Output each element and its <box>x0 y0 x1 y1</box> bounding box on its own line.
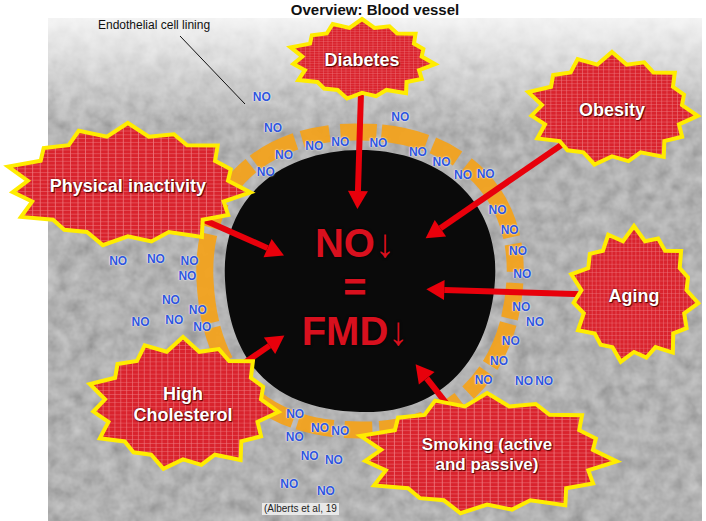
nitric-oxide-label: NO <box>490 355 508 368</box>
starburst-outline <box>528 52 697 164</box>
nitric-oxide-label: NO <box>181 255 199 268</box>
effect-text: = <box>302 265 409 309</box>
nitric-oxide-label: NO <box>189 304 207 317</box>
lumen-node: NO↓=FMD↓ <box>288 213 423 361</box>
nitric-oxide-label: NO <box>535 375 553 388</box>
nitric-oxide-label: NO <box>515 375 533 388</box>
nitric-oxide-label: NO <box>325 454 343 467</box>
part-label: Endothelial cell lining <box>98 18 210 32</box>
risk-factor-burst: Physical inactivity <box>2 123 254 249</box>
nitric-oxide-label: NO <box>257 166 275 179</box>
risk-factor-text: Physical inactivity <box>50 176 206 197</box>
arrow-shaft <box>444 290 582 294</box>
micrograph-texture <box>48 18 702 521</box>
effect-text: FMD↓ <box>302 309 409 353</box>
nitric-oxide-label: NO <box>501 224 519 237</box>
nitric-oxide-label: NO <box>331 425 349 438</box>
nitric-oxide-label: NO <box>526 316 544 329</box>
arrow-shaft <box>440 143 564 228</box>
arrow-connector <box>201 219 284 258</box>
burst-text-holder: High Cholesterol <box>123 384 243 425</box>
leader-line <box>180 36 245 104</box>
nitric-oxide-label: NO <box>512 301 530 314</box>
arrow-head <box>348 191 368 209</box>
starburst-outline <box>571 226 698 362</box>
starburst-outline <box>360 393 616 513</box>
nitric-oxide-label: NO <box>275 149 293 162</box>
source-citation: (Alberts et al, 19 <box>262 503 339 515</box>
nitric-oxide-label: NO <box>488 204 506 217</box>
arrow-shaft <box>358 92 361 191</box>
nitric-oxide-label: NO <box>109 255 127 268</box>
risk-factor-text: Aging <box>609 286 660 307</box>
burst-text-holder: Physical inactivity <box>50 176 206 197</box>
nitric-oxide-label: NO <box>286 431 304 444</box>
nitric-oxide-label: NO <box>305 140 323 153</box>
nitric-oxide-label: NO <box>433 156 451 169</box>
nitric-oxide-label: NO <box>193 321 211 334</box>
arrow-connector <box>348 92 368 209</box>
nitric-oxide-label: NO <box>331 136 349 149</box>
burst-text-holder: Smoking (active and passive) <box>404 435 569 474</box>
nitric-oxide-label: NO <box>409 146 427 159</box>
nitric-oxide-label: NO <box>477 168 495 181</box>
nitric-oxide-label: NO <box>264 122 282 135</box>
starburst-outline <box>90 337 279 469</box>
burst-text-holder: Obesity <box>579 100 645 121</box>
nitric-oxide-label: NO <box>475 374 493 387</box>
nitric-oxide-label: NO <box>178 270 196 283</box>
micrograph-highlight <box>48 18 702 521</box>
nitric-oxide-label: NO <box>286 408 304 421</box>
nitric-oxide-label: NO <box>454 169 472 182</box>
arrow-connector <box>426 280 582 300</box>
nitric-oxide-label: NO <box>280 478 298 491</box>
nitric-oxide-label: NO <box>165 314 183 327</box>
nitric-oxide-label: NO <box>132 316 150 329</box>
risk-factor-text: High Cholesterol <box>123 384 243 425</box>
risk-factor-burst: Smoking (active and passive) <box>354 393 620 517</box>
nitric-oxide-label: NO <box>162 294 180 307</box>
risk-factor-burst: Obesity <box>524 52 700 168</box>
nitric-oxide-label: NO <box>147 253 165 266</box>
arrow-shaft <box>201 219 267 248</box>
nitric-oxide-label: NO <box>391 111 409 124</box>
nitric-oxide-label: NO <box>317 485 335 498</box>
risk-factor-text: Diabetes <box>324 50 399 71</box>
diagram-title: Overview: Blood vessel <box>291 1 459 18</box>
nitric-oxide-label: NO <box>509 245 527 258</box>
risk-factor-burst: Diabetes <box>287 19 437 101</box>
starburst-outline <box>291 19 435 98</box>
risk-factor-burst: Aging <box>568 226 700 366</box>
nitric-oxide-label: NO <box>513 268 531 281</box>
nitric-oxide-label: NO <box>253 91 271 104</box>
micrograph-ground <box>48 18 702 521</box>
nitric-oxide-label: NO <box>301 450 319 463</box>
effect-text: NO↓ <box>302 221 409 265</box>
burst-text-holder: Diabetes <box>324 50 399 71</box>
risk-factor-text: Obesity <box>579 100 645 121</box>
nitric-oxide-label: NO <box>369 137 387 150</box>
nitric-oxide-label: NO <box>502 335 520 348</box>
nitric-oxide-label: NO <box>311 422 329 435</box>
burst-text-holder: Aging <box>609 286 660 307</box>
arrow-head <box>426 280 444 300</box>
arrow-connector <box>426 143 565 239</box>
risk-factor-text: Smoking (active and passive) <box>404 435 569 474</box>
risk-factor-burst: High Cholesterol <box>85 337 281 473</box>
starburst-outline <box>8 123 250 245</box>
